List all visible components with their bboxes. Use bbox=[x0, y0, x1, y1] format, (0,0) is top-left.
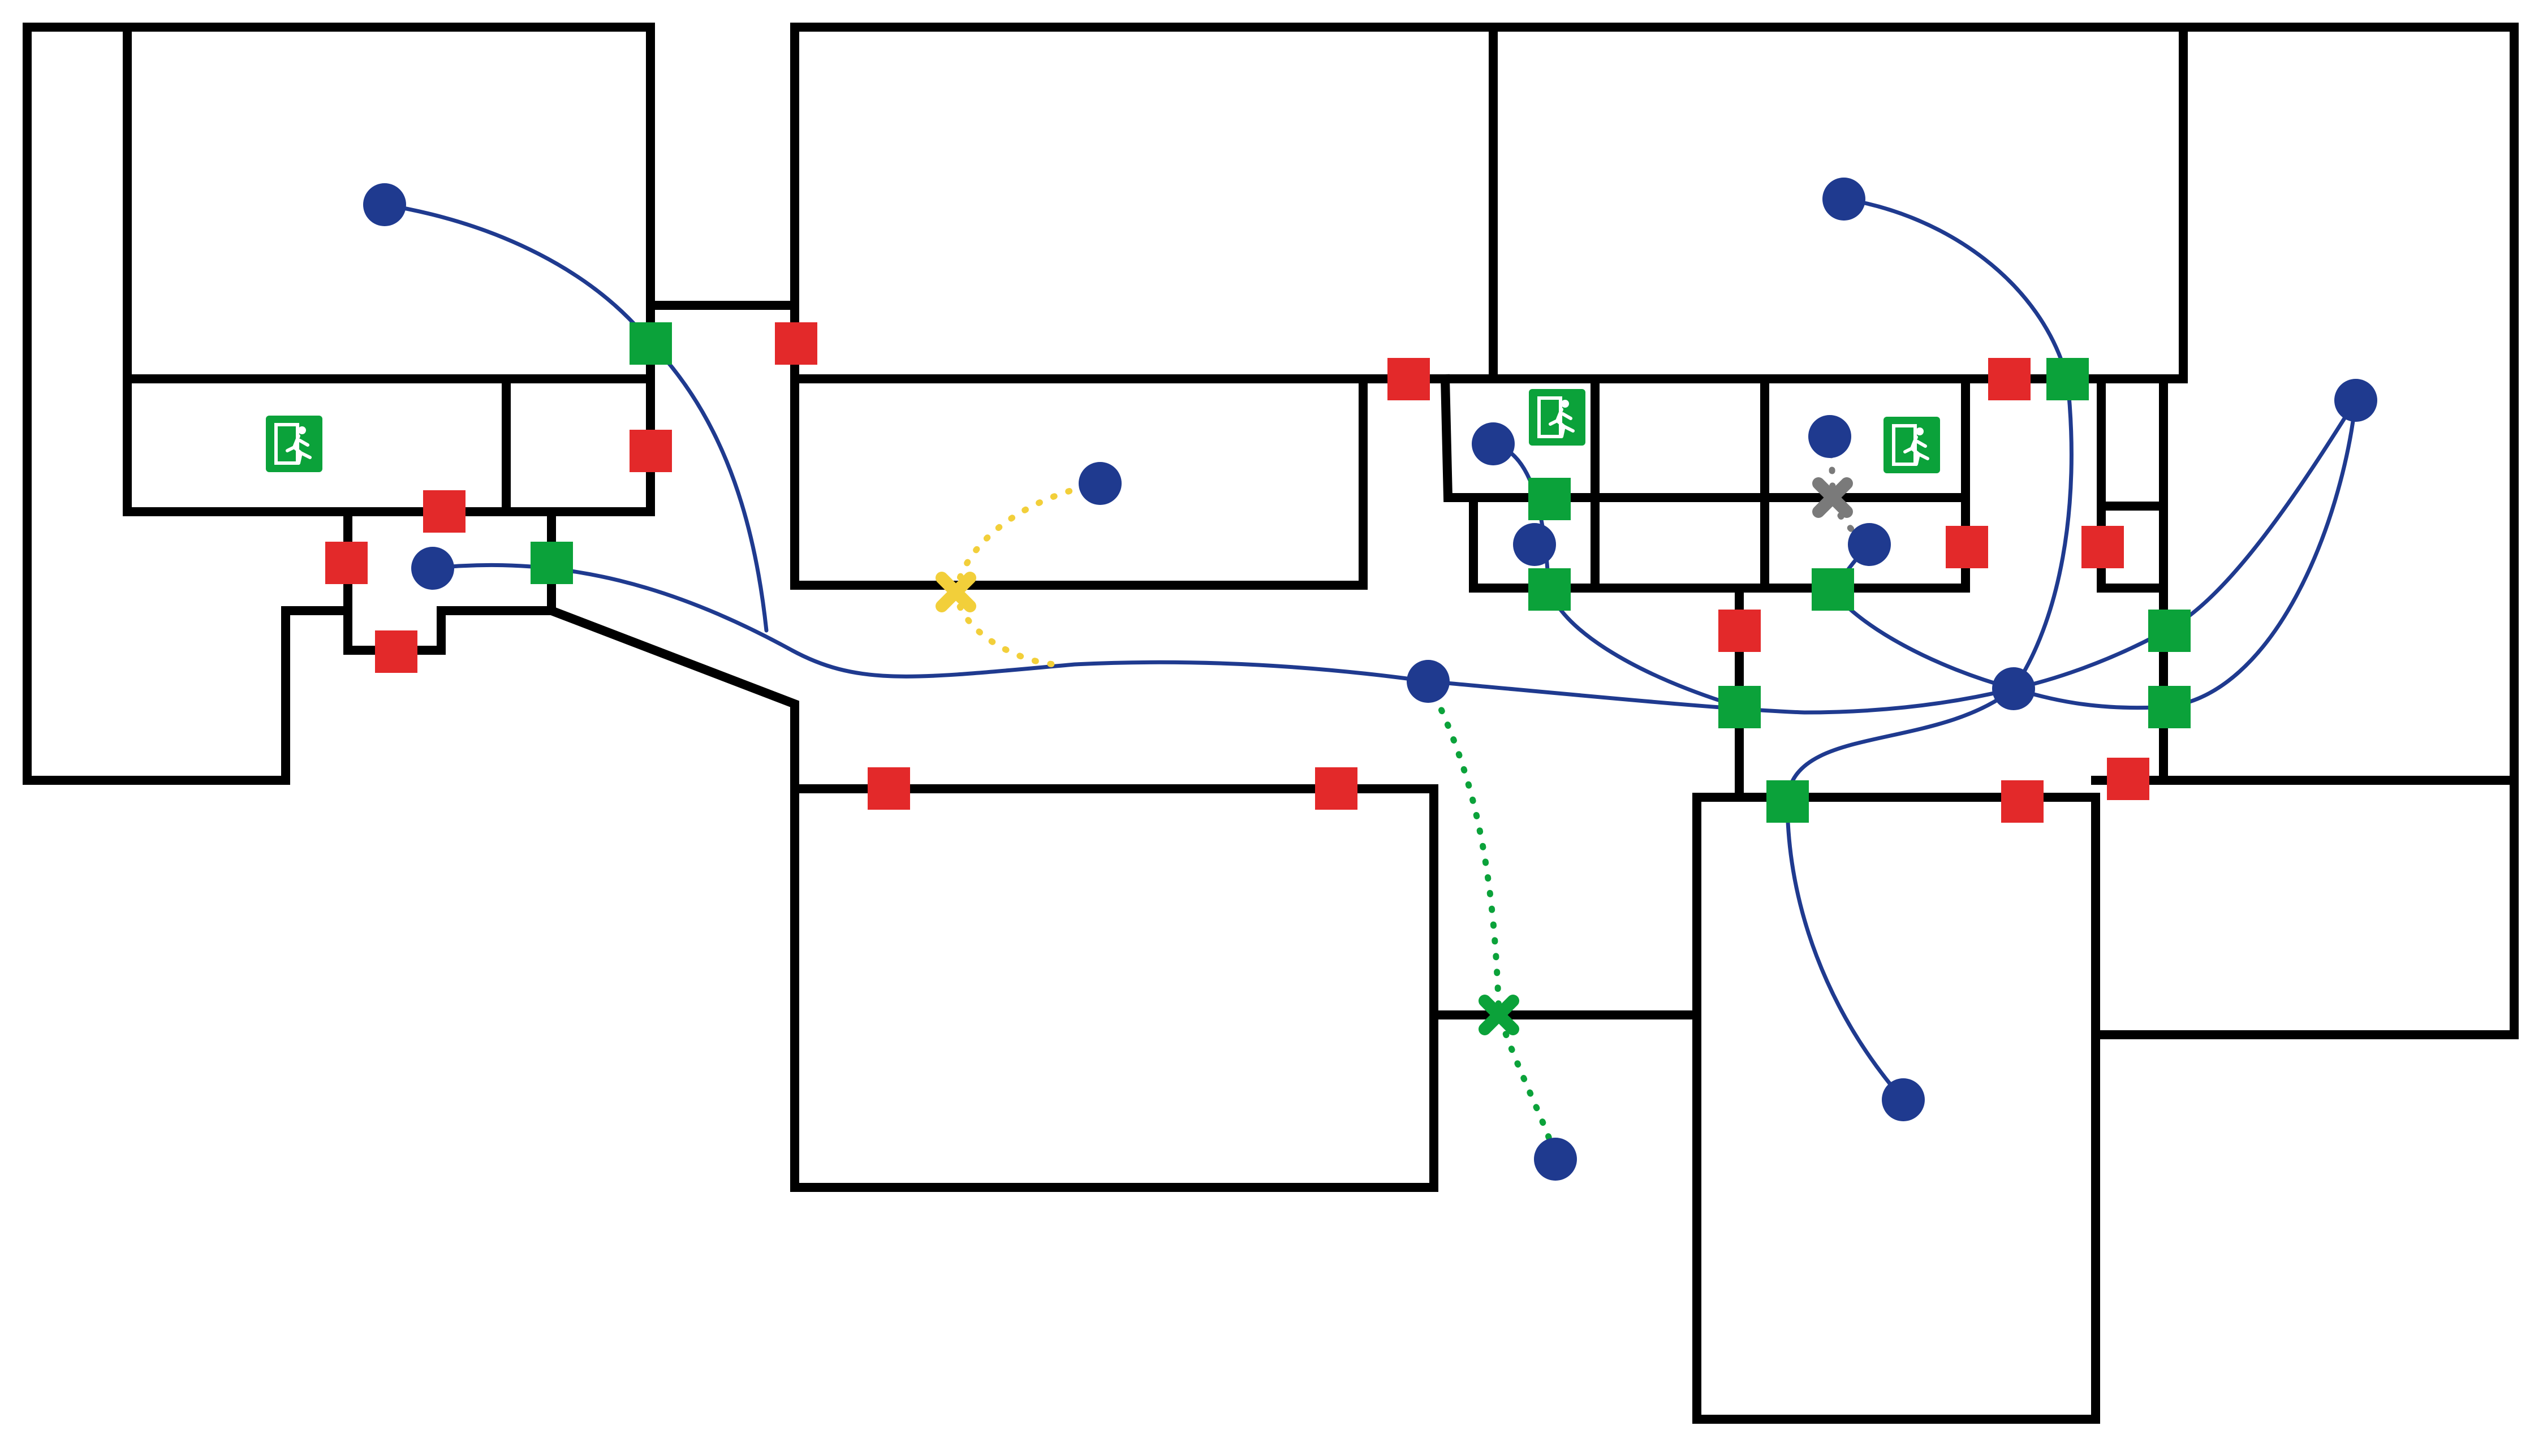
location-node-icon bbox=[2334, 379, 2377, 422]
open-door-marker bbox=[1718, 686, 1761, 728]
open-door-marker bbox=[2046, 358, 2089, 400]
location-node-icon bbox=[1534, 1138, 1577, 1181]
blocked-route-gray bbox=[1826, 435, 1870, 546]
open-door-marker bbox=[1812, 568, 1854, 611]
route-main-corridor bbox=[430, 563, 2016, 715]
closed-door-marker bbox=[1946, 526, 1988, 568]
room-top-left-outline bbox=[123, 23, 655, 516]
blocked-x-icon bbox=[1479, 995, 1519, 1035]
closed-doors bbox=[325, 322, 2149, 823]
nodes bbox=[363, 178, 2377, 1181]
closed-door-marker bbox=[775, 322, 817, 365]
route-top-right bbox=[1842, 197, 2074, 691]
blocked-markers bbox=[936, 477, 1853, 1035]
open-door-marker bbox=[531, 542, 573, 584]
open-door-marker bbox=[1528, 478, 1571, 520]
routes bbox=[382, 197, 2358, 1102]
exit-signs bbox=[266, 389, 1940, 473]
route-far-right-b bbox=[2011, 398, 2358, 710]
blocked-route-yellow bbox=[952, 480, 1104, 668]
location-node-icon bbox=[1513, 523, 1556, 566]
route-bottom-right bbox=[1785, 686, 2016, 1102]
open-door-marker bbox=[2148, 610, 2191, 652]
location-node-icon bbox=[1848, 523, 1891, 566]
room-right-top-outline bbox=[1489, 23, 2188, 383]
blocked-x-icon bbox=[1812, 477, 1853, 518]
open-doors bbox=[531, 322, 2191, 823]
closed-door-marker bbox=[423, 490, 466, 533]
wall-vestibule bbox=[343, 507, 556, 655]
closed-door-marker bbox=[2001, 780, 2044, 823]
open-door-marker bbox=[1528, 568, 1571, 611]
open-door-marker bbox=[2148, 686, 2191, 728]
room-far-right-outline bbox=[2091, 776, 2519, 1039]
emergency-exit-icon bbox=[1529, 389, 1585, 446]
wall-corridor-lower-diagonal bbox=[545, 604, 799, 793]
closed-door-marker bbox=[375, 630, 417, 673]
location-node-icon bbox=[1808, 415, 1851, 458]
closed-door-marker bbox=[630, 430, 672, 472]
location-node-icon bbox=[363, 183, 406, 226]
closed-door-marker bbox=[1387, 358, 1430, 400]
location-node-icon bbox=[1407, 660, 1450, 703]
location-node-icon bbox=[1822, 178, 1865, 221]
location-node-icon bbox=[1882, 1078, 1925, 1121]
closed-door-marker bbox=[1315, 767, 1357, 810]
closed-door-marker bbox=[868, 767, 910, 810]
closed-door-marker bbox=[2081, 526, 2124, 568]
left-wing-outline bbox=[23, 23, 2519, 785]
closed-door-marker bbox=[1988, 358, 2031, 400]
wall-far-left-outline bbox=[23, 23, 352, 785]
room-bottom-center-outline bbox=[790, 784, 1438, 1192]
room-center-middle-outline bbox=[790, 374, 1368, 590]
open-door-marker bbox=[630, 322, 672, 365]
location-node-icon bbox=[1079, 462, 1122, 505]
room-right-top-offices bbox=[1440, 374, 1970, 502]
walls bbox=[23, 23, 2519, 1424]
location-node-icon bbox=[1992, 667, 2035, 710]
room-bottom-right-outline bbox=[1692, 793, 2100, 1424]
blocked-route-green bbox=[1425, 678, 1559, 1163]
emergency-exit-icon bbox=[1883, 417, 1940, 473]
emergency-exit-icon bbox=[266, 416, 322, 472]
location-node-icon bbox=[1472, 422, 1515, 465]
blocked-x-icon bbox=[936, 572, 976, 612]
open-door-marker bbox=[1766, 780, 1809, 823]
closed-door-marker bbox=[1718, 610, 1761, 652]
room-center-top-outline bbox=[790, 23, 1498, 383]
closed-door-marker bbox=[2107, 758, 2149, 800]
location-node-icon bbox=[411, 547, 454, 590]
closed-door-marker bbox=[325, 542, 368, 584]
